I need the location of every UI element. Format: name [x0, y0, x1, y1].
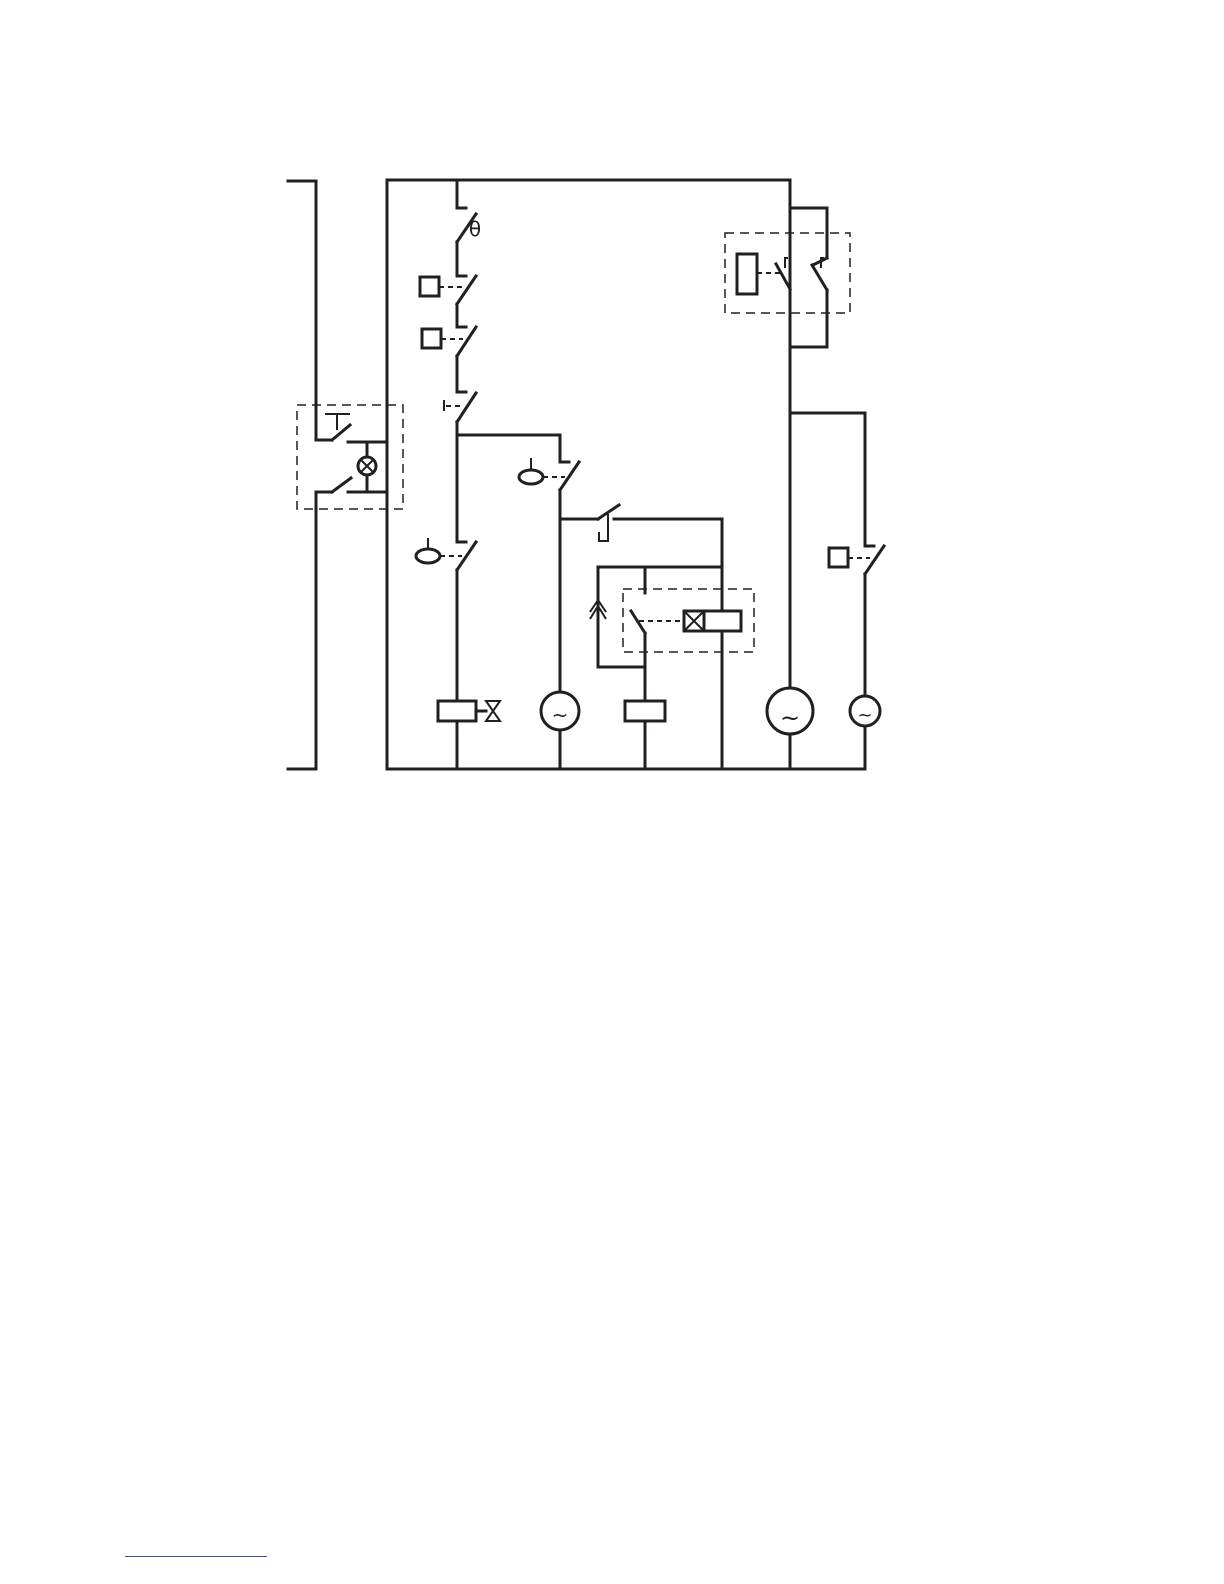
- relay-assembly-top-right: [725, 208, 850, 347]
- solenoid-coil-icon: [438, 701, 476, 721]
- thermal-symbol-icon: θ: [469, 217, 481, 241]
- float-icon: [416, 549, 440, 563]
- coil-icon: [625, 701, 665, 721]
- control-column-left: θ: [416, 180, 500, 769]
- manual-contact: [444, 392, 476, 422]
- float-switch-contact-b: [416, 538, 476, 570]
- motor-c: ~: [850, 696, 880, 726]
- float-switch-contact-a: [519, 458, 579, 490]
- motor-a: ~: [541, 692, 579, 730]
- float-icon: [519, 470, 543, 484]
- relay-coil-icon: [737, 254, 757, 294]
- bus-lines: [387, 180, 865, 769]
- footnote-rule: [125, 1556, 267, 1557]
- control-column-second: ~: [457, 435, 722, 769]
- timer-relay-assembly: [590, 567, 754, 769]
- ac-symbol-icon: ~: [552, 703, 569, 727]
- thermal-contact: θ: [457, 208, 481, 242]
- relay-coil-icon: [422, 329, 441, 348]
- relay-coil-icon: [420, 277, 439, 296]
- timer-coil-icon: [704, 611, 741, 631]
- solenoid-valve: [438, 701, 500, 721]
- relay-contact-c: [829, 546, 884, 574]
- coil: [625, 701, 665, 769]
- valve-icon: [486, 701, 500, 721]
- delay-contact: [560, 505, 722, 541]
- relay-contact-a: [420, 276, 476, 304]
- ac-symbol-icon: ~: [780, 704, 800, 732]
- ac-symbol-icon: ~: [857, 705, 872, 726]
- control-column-right: ~ ~: [725, 180, 884, 769]
- motor-b: ~: [767, 688, 813, 734]
- relay-contact-b: [422, 327, 476, 356]
- relay-coil-icon: [829, 548, 848, 567]
